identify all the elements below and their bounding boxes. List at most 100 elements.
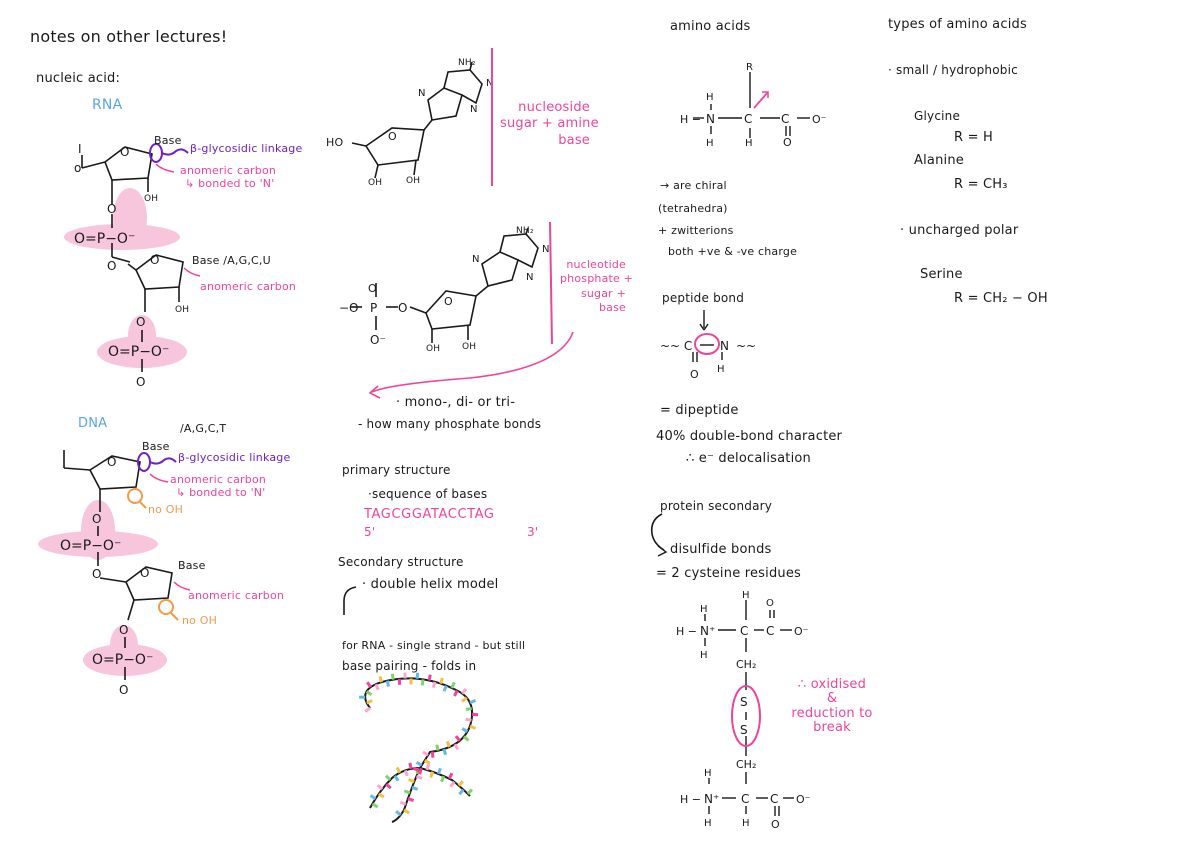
base-tick <box>442 685 448 692</box>
base-tick <box>425 763 431 771</box>
svg-text:O: O <box>398 301 407 315</box>
svg-text:H: H <box>717 364 725 375</box>
uncharged-polar-heading: · uncharged polar <box>900 223 1019 238</box>
disulfide-heading: disulfide bonds <box>670 542 772 557</box>
base-tick <box>462 735 470 742</box>
dna-bases-list: /A,G,C,T <box>180 422 227 435</box>
charge-note: both +ve & -ve charge <box>668 245 798 258</box>
rna-base-1: Base <box>154 134 182 147</box>
base-tick <box>440 775 446 783</box>
dna-sugar-1 <box>63 450 141 566</box>
svg-text:C: C <box>744 112 752 126</box>
base-tick <box>397 678 402 686</box>
rna-sugar-2 <box>127 254 184 372</box>
base-tick <box>430 751 435 758</box>
svg-text:O: O <box>92 512 101 526</box>
base-tick <box>403 769 409 777</box>
svg-text:O: O <box>444 295 453 308</box>
svg-text:O⁻: O⁻ <box>794 625 809 638</box>
nucleotide-oh-a: OH <box>426 344 441 354</box>
svg-text:C: C <box>766 624 774 638</box>
peptide-bond-heading: peptide bond <box>662 291 745 305</box>
dipeptide-note: = dipeptide <box>660 403 739 418</box>
base-tick <box>420 679 425 686</box>
types-heading: types of amino acids <box>888 17 1027 32</box>
base-tick <box>453 689 459 697</box>
tetrahedral-note: (tetrahedra) <box>658 202 728 215</box>
serine-label: Serine <box>920 267 963 282</box>
base-tick <box>415 672 420 679</box>
base-tick <box>435 744 440 751</box>
nucleotide-structure <box>350 227 539 343</box>
dna-glycosidic-label: β-glycosidic linkage <box>178 451 291 464</box>
base-tick <box>403 789 411 795</box>
svg-text:O: O <box>766 598 774 609</box>
delocalisation-note: ∴ e⁻ delocalisation <box>686 451 811 466</box>
base-tick <box>412 766 420 773</box>
base-tick <box>450 681 456 689</box>
svg-text:O: O <box>690 368 699 381</box>
protein-secondary-heading: protein secondary <box>660 499 773 513</box>
base-tick <box>429 771 435 778</box>
amino-acids-heading: amino acids <box>670 19 751 34</box>
rna-glycosidic-label: β-glycosidic linkage <box>190 142 303 155</box>
base-tick <box>431 681 437 689</box>
svg-text:C: C <box>770 792 778 806</box>
secondary-structure-heading: Secondary structure <box>338 555 464 569</box>
svg-text:~~: ~~ <box>736 339 756 353</box>
zwitterions-note: + zwitterions <box>658 224 734 237</box>
base-tick <box>458 788 465 796</box>
svg-text:H −: H − <box>676 625 697 638</box>
svg-text:H: H <box>700 604 708 615</box>
svg-text:N: N <box>720 339 729 353</box>
base-tick <box>403 808 410 815</box>
svg-text:CH₂: CH₂ <box>736 758 756 771</box>
nucleoside-ho: HO <box>326 136 344 149</box>
svg-text:H: H <box>742 590 750 601</box>
svg-text:N⁺: N⁺ <box>700 624 715 638</box>
dna-bonded-label: ↳ bonded to 'N' <box>176 486 266 499</box>
nucleotide-nh2: NH₂ <box>516 226 534 236</box>
svg-text:H: H <box>706 138 714 149</box>
base-tick <box>469 724 477 730</box>
svg-text:O=P−O⁻: O=P−O⁻ <box>92 652 153 668</box>
svg-text:O: O <box>92 567 101 581</box>
dna-base-1: Base <box>142 440 170 453</box>
three-prime-label: 3' <box>527 525 539 539</box>
base-tick <box>439 677 444 685</box>
rna-anomeric-label-1: anomeric carbon <box>180 164 277 177</box>
svg-text:O=P−O⁻: O=P−O⁻ <box>74 231 135 247</box>
svg-text:O⁻: O⁻ <box>370 333 386 347</box>
svg-text:O: O <box>107 259 116 273</box>
svg-text:O: O <box>140 566 149 580</box>
svg-text:O: O <box>771 818 780 831</box>
svg-text:O: O <box>107 202 116 216</box>
svg-text:H −: H − <box>680 793 701 806</box>
cysteine-note: = 2 cysteine residues <box>656 566 802 581</box>
svg-text:H: H <box>745 138 753 149</box>
base-tick <box>378 675 383 683</box>
base-tick <box>415 760 423 767</box>
svg-text:S: S <box>740 723 748 737</box>
base-tick <box>454 735 461 742</box>
svg-text:O: O <box>107 455 116 469</box>
svg-text:H: H <box>706 92 714 103</box>
base-tick <box>376 784 384 791</box>
svg-text:H: H <box>742 818 750 829</box>
base-tick <box>411 785 419 791</box>
base-tick <box>393 775 400 782</box>
page-title: notes on other lectures! <box>30 27 228 46</box>
svg-text:N: N <box>486 78 493 89</box>
svg-text:N: N <box>472 254 479 265</box>
svg-text:O: O <box>120 145 129 159</box>
base-tick <box>371 802 379 809</box>
svg-text:N: N <box>470 104 477 115</box>
svg-text:N⁺: N⁺ <box>704 792 719 806</box>
cysteine-2 <box>708 772 794 816</box>
primary-structure-heading: primary structure <box>342 463 451 477</box>
svg-text:H −: H − <box>680 113 701 126</box>
svg-text:C: C <box>741 792 749 806</box>
svg-text:O: O <box>783 136 792 149</box>
